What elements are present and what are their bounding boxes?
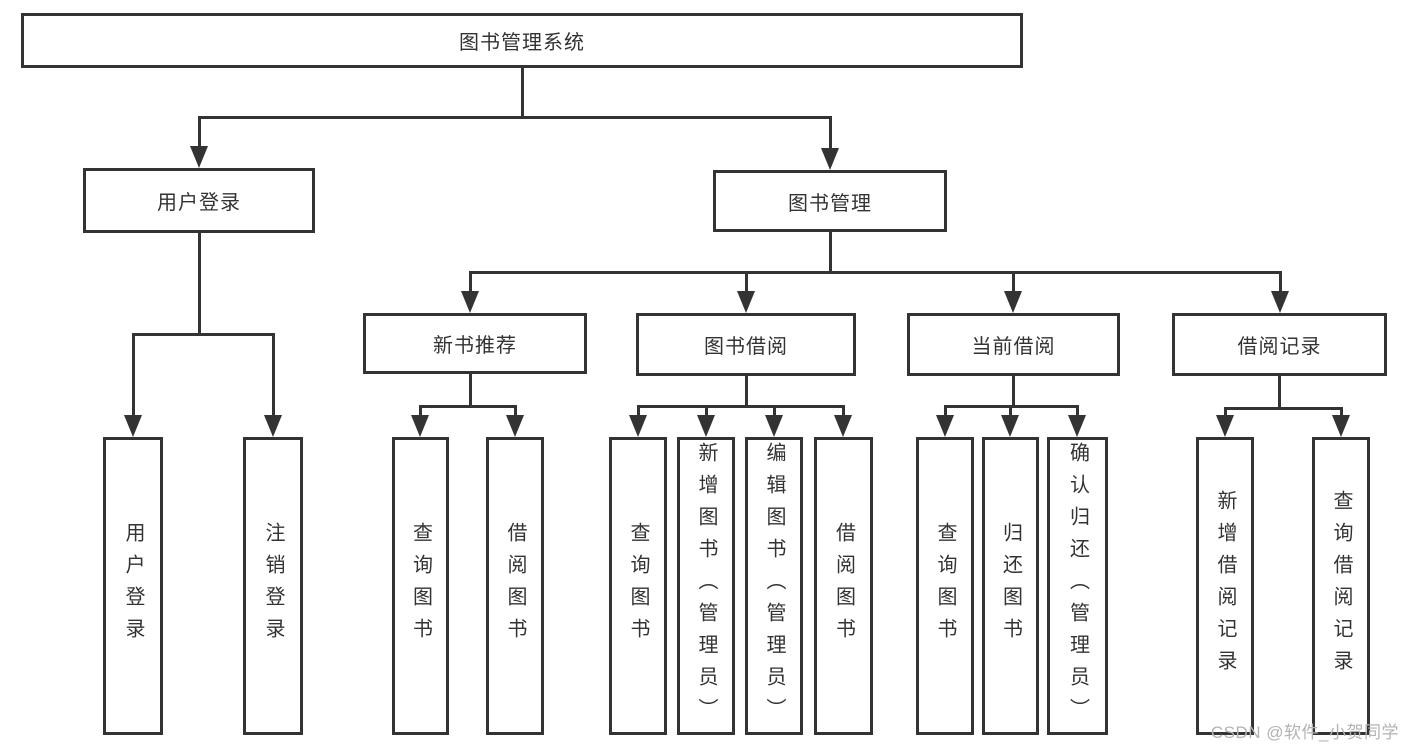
arrow-down-icon [765,415,783,437]
connector-userlogin-branch [131,332,275,336]
arrow-down-icon [1001,415,1019,437]
leaf-user-login: 用户登录 [103,437,163,735]
leaf-edit-books-admin: 编辑图书（管理员） [745,437,803,735]
arrow-down-icon [936,415,954,437]
leaf-query-books-current: 查询图书 [916,437,974,735]
connector-userlogin-stub [197,233,201,336]
arrow-down-icon [124,415,142,437]
connector-bookmgmt-branch [468,270,1282,274]
node-library-system: 图书管理系统 [21,13,1023,68]
connector-bookmgmt-stub [828,232,832,274]
leaf-label: 查询图书 [409,522,432,650]
connector-arrow-shaft [1075,406,1079,417]
leaf-borrow-books: 借阅图书 [814,437,873,735]
leaf-label: 查询图书 [934,522,956,650]
connector-arrow-shaft [841,406,845,417]
arrow-down-icon [1068,415,1086,437]
connector-arrow-shaft [828,117,832,150]
leaf-borrow-books-recommend: 借阅图书 [486,437,544,735]
arrow-down-icon [1332,415,1350,437]
leaf-label: 注销登录 [262,522,284,650]
leaf-label: 确认归还（管理员） [1066,442,1089,730]
connector-record-branch [1223,406,1343,410]
leaf-label: 借阅图书 [504,522,526,650]
leaf-label: 查询图书 [627,522,649,650]
leaf-query-borrow-record: 查询借阅记录 [1312,437,1370,735]
node-book-management: 图书管理 [713,170,947,232]
leaf-label: 新增借阅记录 [1214,490,1236,682]
connector-arrow-shaft [197,117,201,148]
leaf-add-borrow-record: 新增借阅记录 [1196,437,1254,735]
connector-arrow-shaft [943,406,947,417]
arrow-down-icon [506,415,524,437]
leaf-query-books-recommend: 查询图书 [392,437,449,735]
connector-newbook-branch [418,404,517,408]
node-new-book-recommendation: 新书推荐 [363,313,587,374]
arrow-down-icon [737,291,755,313]
connector-root-stub [520,68,524,118]
connector-arrow-shaft [271,334,275,417]
connector-arrow-shaft [772,406,776,417]
connector-arrow-shaft [744,272,748,293]
connector-arrow-shaft [468,272,472,293]
leaf-return-books: 归还图书 [982,437,1039,735]
node-book-borrowing: 图书借阅 [636,313,856,376]
connector-borrow-stub [744,376,748,408]
connector-root-branch [197,115,832,119]
leaf-query-books-borrow: 查询图书 [609,437,667,735]
node-borrowing-records: 借阅记录 [1172,313,1387,376]
leaf-label: 用户登录 [122,522,144,650]
connector-arrow-shaft [1339,408,1343,417]
connector-arrow-shaft [513,406,517,417]
arrow-down-icon [697,415,715,437]
connector-borrow-branch [636,404,845,408]
connector-arrow-shaft [1008,406,1012,417]
leaf-add-books-admin: 新增图书（管理员） [677,437,735,735]
connector-arrow-shaft [704,406,708,417]
connector-current-stub [1011,376,1015,408]
leaf-label: 归还图书 [999,522,1022,650]
arrow-down-icon [411,415,429,437]
arrow-down-icon [1004,291,1022,313]
arrow-down-icon [834,415,852,437]
leaf-label: 编辑图书（管理员） [763,442,785,730]
connector-arrow-shaft [1011,272,1015,293]
leaf-label: 借阅图书 [832,522,855,650]
leaf-confirm-return-admin: 确认归还（管理员） [1047,437,1108,735]
arrow-down-icon [1216,415,1234,437]
connector-arrow-shaft [1278,272,1282,293]
arrow-down-icon [461,291,479,313]
connector-arrow-shaft [636,406,640,417]
connector-newbook-stub [468,374,472,408]
leaf-label: 查询借阅记录 [1330,490,1352,682]
leaf-label: 新增图书（管理员） [695,442,717,730]
arrow-down-icon [190,146,208,168]
csdn-watermark: CSDN @软件_小贺同学 [1210,723,1399,742]
connector-record-stub [1277,376,1281,410]
connector-arrow-shaft [1223,408,1227,417]
node-current-borrowing: 当前借阅 [907,313,1120,376]
arrow-down-icon [821,148,839,170]
arrow-down-icon [1271,291,1289,313]
connector-arrow-shaft [418,406,422,417]
connector-arrow-shaft [131,334,135,417]
arrow-down-icon [629,415,647,437]
node-user-login: 用户登录 [83,168,315,233]
arrow-down-icon [264,415,282,437]
leaf-logout: 注销登录 [243,437,303,735]
